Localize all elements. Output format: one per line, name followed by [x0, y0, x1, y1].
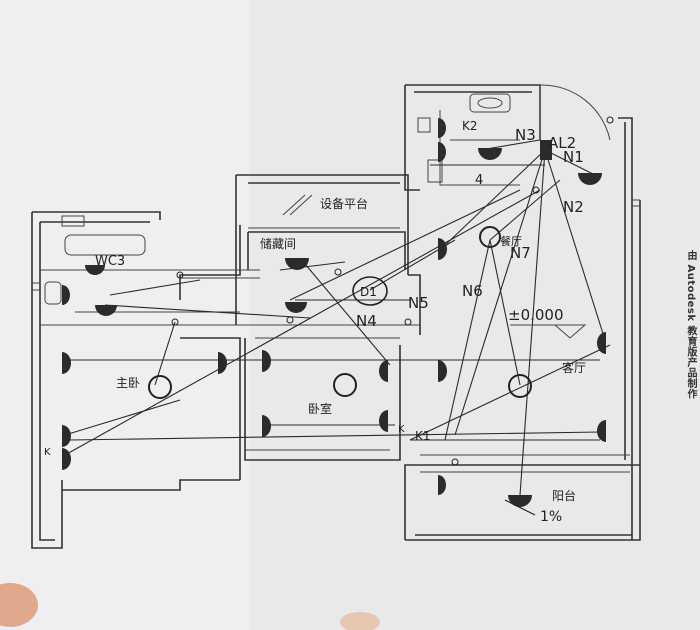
- ceiling-light-icon: [479, 226, 501, 248]
- ceiling-light-icon: [333, 373, 357, 397]
- lamp-icon: [438, 238, 447, 260]
- switch-label-k: K: [398, 424, 405, 435]
- ceiling-light-icon: [508, 374, 532, 398]
- lamp-icon: [95, 305, 117, 316]
- lamp-icon: [62, 425, 71, 447]
- window-marks: [32, 199, 640, 291]
- lamps: [62, 118, 606, 507]
- lamp-icon: [285, 302, 307, 313]
- room-label-equipment-platform: 设备平台: [320, 196, 368, 211]
- room-label-living-room: 客厅: [562, 360, 586, 375]
- switch-icon: [176, 271, 184, 279]
- circuit-label-n7: N7: [510, 244, 531, 262]
- room-label-storage: 储藏间: [260, 236, 296, 251]
- switch-icon: [451, 458, 459, 466]
- switch-label-k1: K1: [415, 429, 431, 443]
- walls: [31, 84, 641, 549]
- lamp-icon: [62, 285, 70, 305]
- lamp-icon: [262, 415, 271, 437]
- circuit-label-n3: N3: [515, 126, 536, 144]
- switch-icon: [286, 316, 294, 324]
- lamp-icon: [62, 352, 71, 374]
- panel-d1-ring: [352, 276, 388, 306]
- finger-shadow: [340, 612, 380, 630]
- circuit-label-n6: N6: [462, 282, 483, 300]
- lamp-icon: [218, 352, 227, 374]
- lamp-icon: [478, 148, 502, 160]
- lamp-icon: [285, 258, 309, 270]
- lamp-icon: [62, 448, 71, 470]
- ceiling-lights: [148, 226, 532, 399]
- lamp-icon: [438, 360, 447, 382]
- slope-arrow-icon: [504, 499, 536, 516]
- room-label-master-bedroom: 主卧: [116, 376, 140, 390]
- elevation-marker-icon: [510, 324, 587, 339]
- room-label-bedroom: 卧室: [308, 401, 332, 416]
- lamp-icon: [262, 350, 271, 372]
- room-label-hall: 餐厅: [500, 234, 522, 248]
- switch-label-k-left: K: [44, 447, 51, 458]
- panel-label-d1: D1: [360, 285, 377, 299]
- fixtures: [44, 93, 511, 305]
- lamp-icon: [379, 360, 388, 382]
- lamp-icon: [578, 173, 602, 185]
- switches: [171, 116, 614, 466]
- mark-four: 4: [475, 173, 483, 188]
- circuit-label-n2: N2: [563, 198, 584, 216]
- lamp-icon: [379, 410, 388, 432]
- distribution-box-icon: [540, 140, 552, 160]
- room-label-wc: WC3: [95, 254, 125, 269]
- autodesk-watermark-text: 由 Autodesk 教育版产品制作: [685, 250, 696, 400]
- switch-icon: [606, 116, 614, 124]
- finger-photo-artifact: [0, 583, 38, 627]
- equipment-icon: [282, 194, 313, 216]
- switch-icon: [334, 268, 342, 276]
- paper-highlight: [0, 0, 250, 630]
- switch-icon: [532, 186, 540, 194]
- panel-label-al2: AL2: [548, 134, 576, 152]
- lamp-icon: [438, 475, 446, 495]
- ceiling-light-icon: [148, 375, 172, 399]
- room-label-balcony: 阳台: [552, 488, 576, 503]
- room-label-kitchen: K2: [462, 119, 478, 133]
- slope-label: 1%: [540, 509, 562, 525]
- lamp-icon: [438, 142, 446, 162]
- circuit-label-n1: N1: [563, 148, 584, 166]
- lamp-icon: [597, 332, 606, 354]
- lamp-icon: [438, 118, 446, 138]
- circuit-label-n4: N4: [356, 312, 377, 330]
- circuit-label-n5: N5: [408, 294, 429, 312]
- lamp-icon: [85, 265, 105, 275]
- switch-icon: [404, 318, 412, 326]
- lamp-icon: [597, 420, 606, 442]
- switch-icon: [171, 318, 179, 326]
- elevation-label: ±0.000: [508, 306, 564, 324]
